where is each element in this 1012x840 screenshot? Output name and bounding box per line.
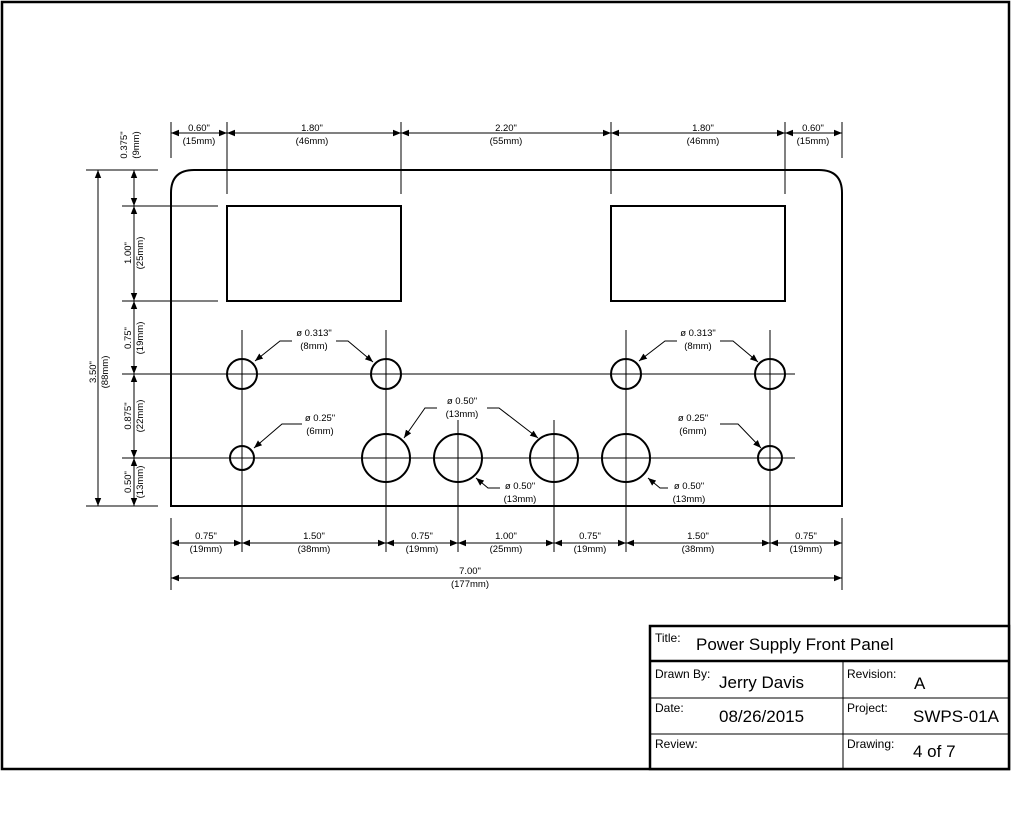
review-label: Review:: [655, 737, 698, 751]
hole-313-4: [754, 358, 786, 390]
hole-25-1: [229, 445, 255, 471]
left-dim-3-mm: (19mm): [135, 322, 146, 355]
top-dim-4-mm: (46mm): [687, 136, 720, 147]
display-cutout-right: [610, 205, 786, 302]
callout-50-top-in: ø 0.50": [447, 396, 477, 407]
left-dimension-labels: 3.50" (88mm) 0.375" (9mm) 1.00" (25mm) 0…: [88, 131, 146, 498]
title-block: Title: Power Supply Front Panel Drawn By…: [648, 624, 1011, 771]
bottom-dim-4-mm: (25mm): [490, 544, 523, 555]
bottom-dim-6-mm: (38mm): [682, 544, 715, 555]
date-value: 08/26/2015: [719, 707, 804, 726]
top-dim-3-in: 2.20": [495, 123, 517, 134]
sheet-border: [0, 0, 1011, 771]
callout-50-top-mm: (13mm): [446, 409, 479, 420]
top-dim-1-in: 0.60": [188, 123, 210, 134]
callout-25-left-mm: (6mm): [306, 426, 333, 437]
top-dim-4-in: 1.80": [692, 123, 714, 134]
drawing-number-value: 4 of 7: [913, 742, 956, 761]
date-label: Date:: [655, 701, 684, 715]
left-dim-3-in: 0.75": [123, 327, 134, 349]
overall-width-mm: (177mm): [451, 579, 489, 590]
mounting-holes: [226, 358, 786, 483]
bottom-dim-6-in: 1.50": [687, 531, 709, 542]
top-dim-3-mm: (55mm): [490, 136, 523, 147]
callout-313-left-mm: (8mm): [300, 341, 327, 352]
bottom-dim-7-in: 0.75": [795, 531, 817, 542]
callout-50-mid-mm: (13mm): [504, 494, 537, 505]
callout-25-right-mm: (6mm): [679, 426, 706, 437]
callout-25-left-in: ø 0.25": [305, 413, 335, 424]
bottom-dimension-labels: 0.75" (19mm) 1.50" (38mm) 0.75" (19mm) 1…: [190, 531, 823, 590]
left-dim-2-mm: (25mm): [135, 237, 146, 270]
bottom-dim-7-mm: (19mm): [790, 544, 823, 555]
project-value: SWPS-01A: [913, 707, 1000, 726]
bottom-dim-2-in: 1.50": [303, 531, 325, 542]
drawn-by-label: Drawn By:: [655, 667, 710, 681]
drawing-title: Power Supply Front Panel: [696, 635, 894, 654]
bottom-dim-4-in: 1.00": [495, 531, 517, 542]
top-dim-5-in: 0.60": [802, 123, 824, 134]
bottom-dim-3-mm: (19mm): [406, 544, 439, 555]
top-dimension-labels: 0.60" (15mm) 1.80" (46mm) 2.20" (55mm) 1…: [183, 123, 830, 147]
project-label: Project:: [847, 701, 888, 715]
bottom-dim-5-mm: (19mm): [574, 544, 607, 555]
left-dim-5-in: 0.50": [123, 471, 134, 493]
hole-25-2: [757, 445, 783, 471]
left-dim-5-mm: (13mm): [135, 466, 146, 499]
hole-callout-labels: ø 0.313" (8mm) ø 0.313" (8mm) ø 0.25" (6…: [296, 328, 716, 505]
centerlines: [122, 330, 795, 552]
left-dim-1-in: 0.375": [119, 131, 130, 158]
callout-50-right-in: ø 0.50": [674, 481, 704, 492]
callout-50-mid-in: ø 0.50": [505, 481, 535, 492]
top-dim-2-in: 1.80": [301, 123, 323, 134]
extension-lines: [86, 122, 843, 590]
left-dim-2-in: 1.00": [123, 242, 134, 264]
revision-value: A: [914, 674, 926, 693]
top-dim-1-mm: (15mm): [183, 136, 216, 147]
callout-313-right-in: ø 0.313": [680, 328, 716, 339]
hole-313-3: [610, 358, 642, 390]
bottom-dim-3-in: 0.75": [411, 531, 433, 542]
top-dim-2-mm: (46mm): [296, 136, 329, 147]
callout-25-right-in: ø 0.25": [678, 413, 708, 424]
callout-leaders: [253, 340, 762, 489]
overall-width-in: 7.00": [459, 566, 481, 577]
bottom-dim-2-mm: (38mm): [298, 544, 331, 555]
overall-height-mm: (88mm): [100, 356, 111, 389]
hole-50-4: [601, 433, 651, 483]
drawing-label: Drawing:: [847, 737, 894, 751]
callout-313-left-in: ø 0.313": [296, 328, 332, 339]
bottom-dim-1-in: 0.75": [195, 531, 217, 542]
dimension-lines: [94, 129, 842, 582]
title-label: Title:: [655, 631, 681, 645]
top-dim-5-mm: (15mm): [797, 136, 830, 147]
bottom-dim-1-mm: (19mm): [190, 544, 223, 555]
hole-50-3: [529, 433, 579, 483]
callout-50-right-mm: (13mm): [673, 494, 706, 505]
hole-50-2: [433, 433, 483, 483]
bottom-dim-5-in: 0.75": [579, 531, 601, 542]
revision-label: Revision:: [847, 667, 896, 681]
display-cutout-left: [226, 205, 402, 302]
left-dim-4-mm: (22mm): [135, 400, 146, 433]
overall-height-in: 3.50": [88, 361, 99, 383]
hole-50-1: [361, 433, 411, 483]
hole-313-2: [370, 358, 402, 390]
panel-outline: [170, 169, 843, 507]
drawn-by-value: Jerry Davis: [719, 673, 804, 692]
left-dim-1-mm: (9mm): [131, 131, 142, 158]
callout-313-right-mm: (8mm): [684, 341, 711, 352]
hole-313-1: [226, 358, 258, 390]
left-dim-4-in: 0.875": [123, 402, 134, 429]
